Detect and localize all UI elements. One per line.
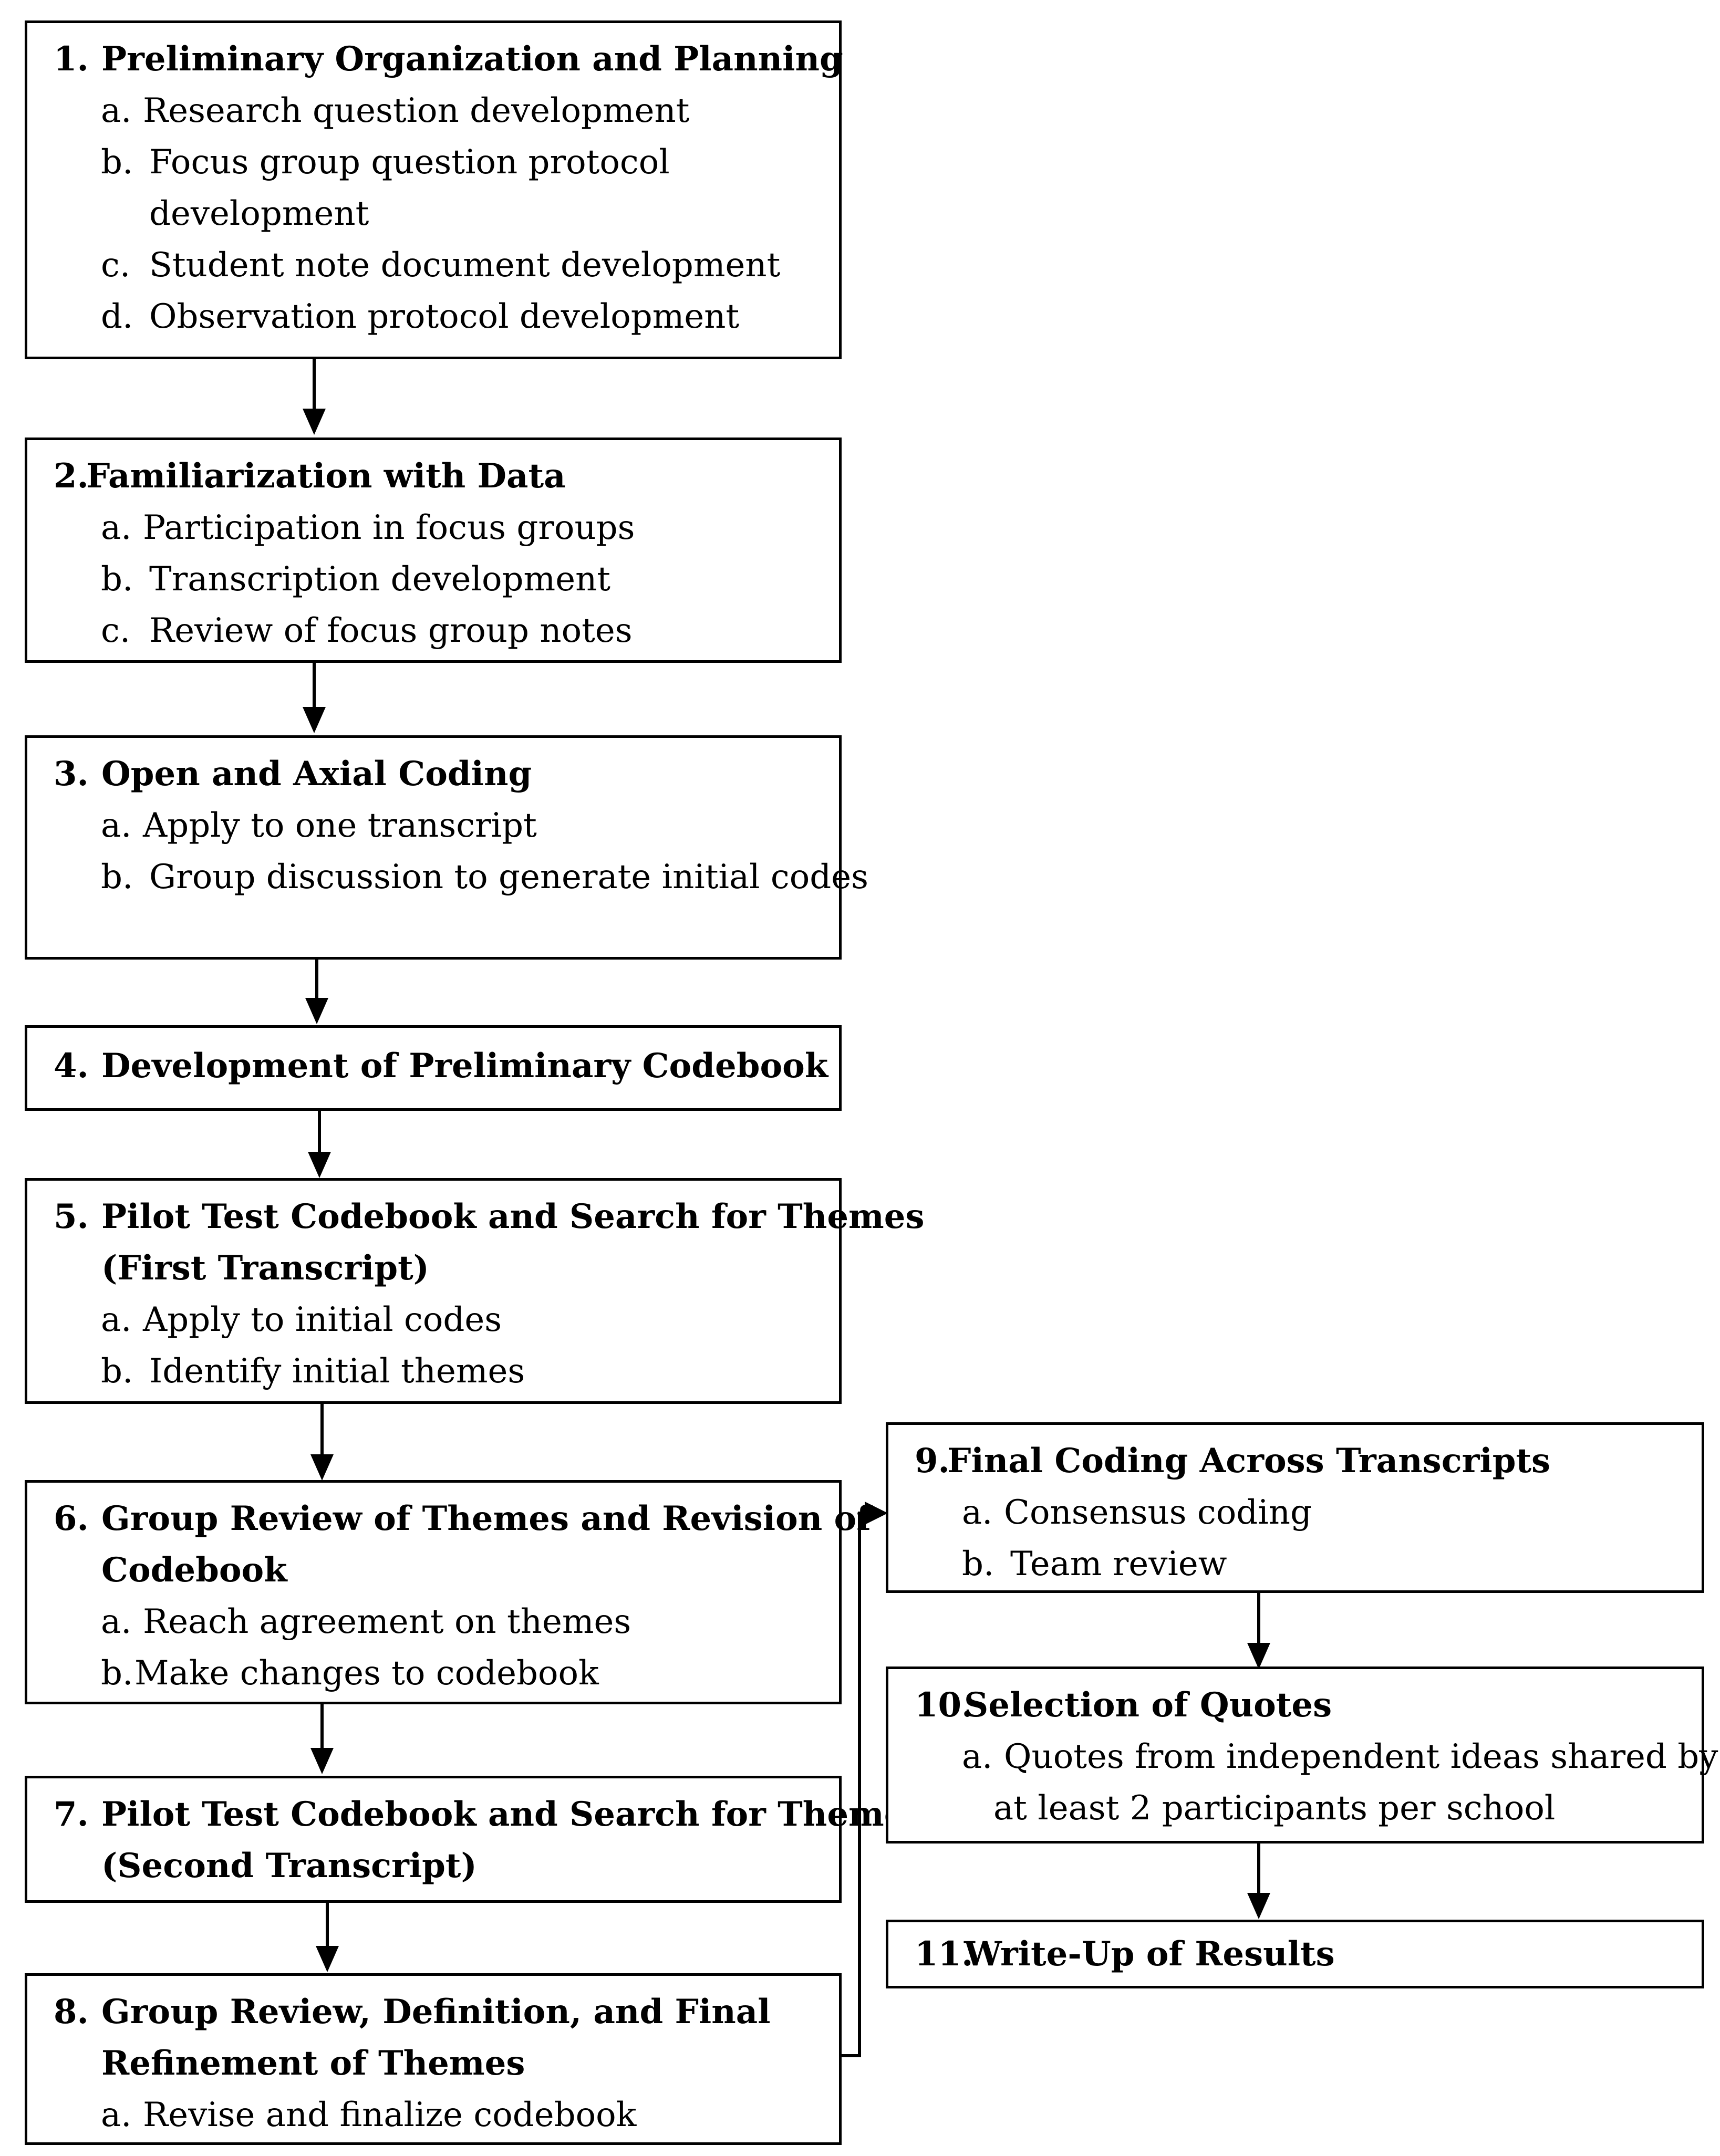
step-5-item-a-letter: a. <box>101 1300 132 1339</box>
step-2-box: 2. Familiarization with Data a. Particip… <box>25 438 842 663</box>
arrowhead-8-to-9 <box>865 1502 888 1525</box>
step-1-number: 1. <box>54 39 89 79</box>
step-3-item-a: Apply to one transcript <box>143 806 537 845</box>
step-5-item-a: Apply to initial codes <box>143 1300 502 1339</box>
step-9-box: 9. Final Coding Across Transcripts a. Co… <box>886 1422 1704 1593</box>
step-6-item-b-letter: b. <box>101 1654 133 1693</box>
step-5-number: 5. <box>54 1197 89 1236</box>
step-1-box: 1. Preliminary Organization and Planning… <box>25 20 843 359</box>
step-6-title-cont: Codebook <box>101 1550 287 1590</box>
step-1-item-b: Focus group question protocol <box>149 143 670 182</box>
step-8-number: 8. <box>54 1992 89 2032</box>
step-10-item-a-cont: at least 2 participants per school <box>993 1789 1556 1828</box>
step-2-item-b: Transcription development <box>149 560 610 599</box>
arrowhead-4-to-5 <box>308 1152 331 1178</box>
step-6-number: 6. <box>54 1499 89 1538</box>
step-5-box: 5. Pilot Test Codebook and Search for Th… <box>25 1178 925 1404</box>
step-7-title: Pilot Test Codebook and Search for Theme… <box>101 1795 925 1834</box>
step-10-box: 10. Selection of Quotes a. Quotes from i… <box>886 1667 1718 1843</box>
step-7-number: 7. <box>54 1795 89 1834</box>
arrowhead-2-to-3 <box>303 707 326 733</box>
step-4-number: 4. <box>54 1046 89 1086</box>
step-2-item-a: Participation in focus groups <box>143 508 635 547</box>
step-9-number: 9. <box>915 1441 950 1481</box>
step-10-title: Selection of Quotes <box>964 1685 1332 1725</box>
step-2-title: Familiarization with Data <box>86 456 566 496</box>
step-3-item-b: Group discussion to generate initial cod… <box>149 858 868 897</box>
step-6-item-b: Make changes to codebook <box>134 1654 599 1693</box>
step-2-item-c-letter: c. <box>101 611 131 650</box>
step-7-box: 7. Pilot Test Codebook and Search for Th… <box>25 1776 925 1903</box>
step-7-title-cont: (Second Transcript) <box>101 1846 477 1886</box>
step-2-item-b-letter: b. <box>101 560 133 599</box>
step-5-title: Pilot Test Codebook and Search for Theme… <box>101 1197 925 1236</box>
step-1-item-a: Research question development <box>143 91 690 130</box>
step-6-item-a-letter: a. <box>101 1602 132 1641</box>
step-11-title: Write-Up of Results <box>964 1934 1335 1974</box>
step-2-item-a-letter: a. <box>101 508 132 547</box>
step-11-box: 11. Write-Up of Results <box>886 1920 1704 1988</box>
step-10-item-a: Quotes from independent ideas shared by <box>1004 1737 1718 1776</box>
step-4-box: 4. Development of Preliminary Codebook <box>25 1025 842 1111</box>
step-1-item-d: Observation protocol development <box>149 297 740 336</box>
step-2-number: 2. <box>54 456 89 496</box>
step-5-item-b: Identify initial themes <box>149 1352 525 1391</box>
step-4-title: Development of Preliminary Codebook <box>101 1046 828 1086</box>
step-5-title-cont: (First Transcript) <box>101 1248 429 1288</box>
step-3-item-a-letter: a. <box>101 806 132 845</box>
step-10-item-a-letter: a. <box>962 1737 993 1776</box>
step-9-title: Final Coding Across Transcripts <box>947 1441 1551 1481</box>
arrowhead-9-to-10 <box>1247 1643 1270 1669</box>
step-1-item-b-cont: development <box>149 194 369 233</box>
step-6-title: Group Review of Themes and Revision of <box>101 1499 871 1538</box>
step-2-item-c: Review of focus group notes <box>149 611 633 650</box>
step-9-item-a-letter: a. <box>962 1493 993 1532</box>
arrowhead-5-to-6 <box>310 1454 334 1481</box>
step-9-item-b: Team review <box>1010 1545 1227 1584</box>
arrowhead-7-to-8 <box>316 1946 339 1972</box>
step-10-number: 10. <box>915 1685 973 1725</box>
step-6-box: 6. Group Review of Themes and Revision o… <box>25 1480 871 1704</box>
step-6-item-a: Reach agreement on themes <box>143 1602 631 1641</box>
step-9-item-a: Consensus coding <box>1004 1493 1312 1532</box>
step-9-item-b-letter: b. <box>962 1545 994 1584</box>
step-11-number: 11. <box>915 1934 973 1974</box>
step-3-number: 3. <box>54 754 89 794</box>
step-1-item-b-letter: b. <box>101 143 133 182</box>
step-8-title-cont: Refinement of Themes <box>101 2044 525 2083</box>
step-3-item-b-letter: b. <box>101 858 133 897</box>
arrow-8-to-9 <box>842 1512 865 2057</box>
step-1-title: Preliminary Organization and Planning <box>101 39 843 79</box>
arrowhead-10-to-11 <box>1247 1893 1270 1919</box>
step-1-item-c: Student note document development <box>149 246 781 285</box>
step-5-item-b-letter: b. <box>101 1352 133 1391</box>
step-1-item-d-letter: d. <box>101 297 133 336</box>
step-3-title: Open and Axial Coding <box>101 754 532 794</box>
step-8-box: 8. Group Review, Definition, and Final R… <box>25 1973 842 2145</box>
arrowhead-3-to-4 <box>305 998 328 1024</box>
step-3-box: 3. Open and Axial Coding a. Apply to one… <box>25 735 868 960</box>
step-1-item-c-letter: c. <box>101 246 131 285</box>
step-8-item-a: Revise and finalize codebook <box>143 2096 637 2134</box>
arrowhead-1-to-2 <box>303 409 326 435</box>
arrowhead-6-to-7 <box>310 1748 334 1774</box>
step-1-item-a-letter: a. <box>101 91 132 130</box>
step-8-title: Group Review, Definition, and Final <box>101 1992 771 2032</box>
step-8-item-a-letter: a. <box>101 2096 132 2134</box>
